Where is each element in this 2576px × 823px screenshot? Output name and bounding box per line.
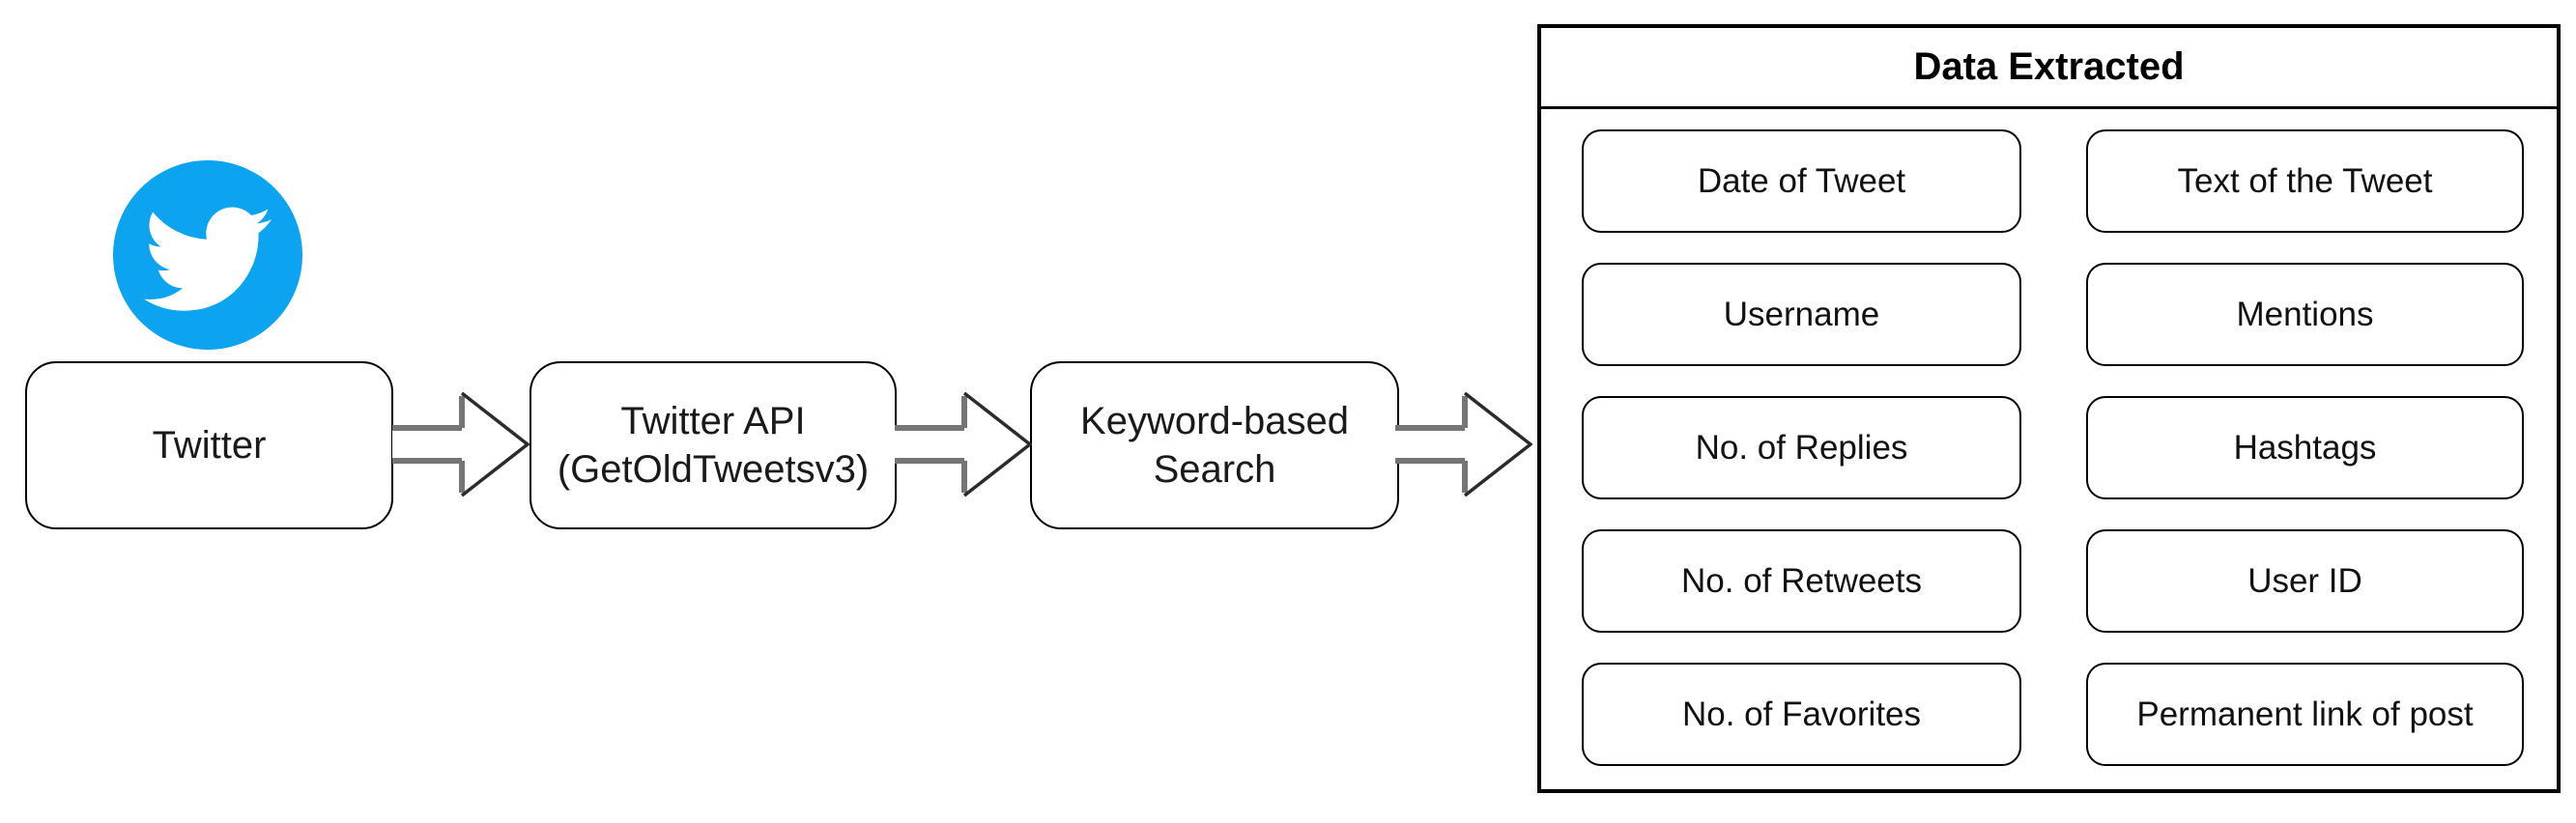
data-item-no-of-replies: No. of Replies — [1582, 396, 2021, 499]
flow-node-twitter-api: Twitter API (GetOldTweetsv3) — [530, 361, 897, 529]
data-item-date-of-tweet: Date of Tweet — [1582, 129, 2021, 233]
data-item-user-id: User ID — [2086, 529, 2524, 633]
data-extracted-panel: Data Extracted Date of Tweet Username No… — [1537, 24, 2561, 793]
panel-title: Data Extracted — [1541, 28, 2557, 109]
data-item-permanent-link-of-post: Permanent link of post — [2086, 663, 2524, 766]
data-item-hashtags: Hashtags — [2086, 396, 2524, 499]
data-item-username: Username — [1582, 263, 2021, 366]
flow-node-twitter: Twitter — [25, 361, 393, 529]
data-item-no-of-favorites: No. of Favorites — [1582, 663, 2021, 766]
right-block-arrow-icon — [392, 391, 530, 497]
data-item-mentions: Mentions — [2086, 263, 2524, 366]
right-block-arrow-icon — [1395, 391, 1532, 497]
right-block-arrow-icon — [895, 391, 1032, 497]
data-item-no-of-retweets: No. of Retweets — [1582, 529, 2021, 633]
twitter-logo-badge — [113, 160, 302, 350]
twitter-bird-icon — [144, 207, 272, 311]
flow-node-keyword-search: Keyword-based Search — [1030, 361, 1399, 529]
data-item-text-of-the-tweet: Text of the Tweet — [2086, 129, 2524, 233]
